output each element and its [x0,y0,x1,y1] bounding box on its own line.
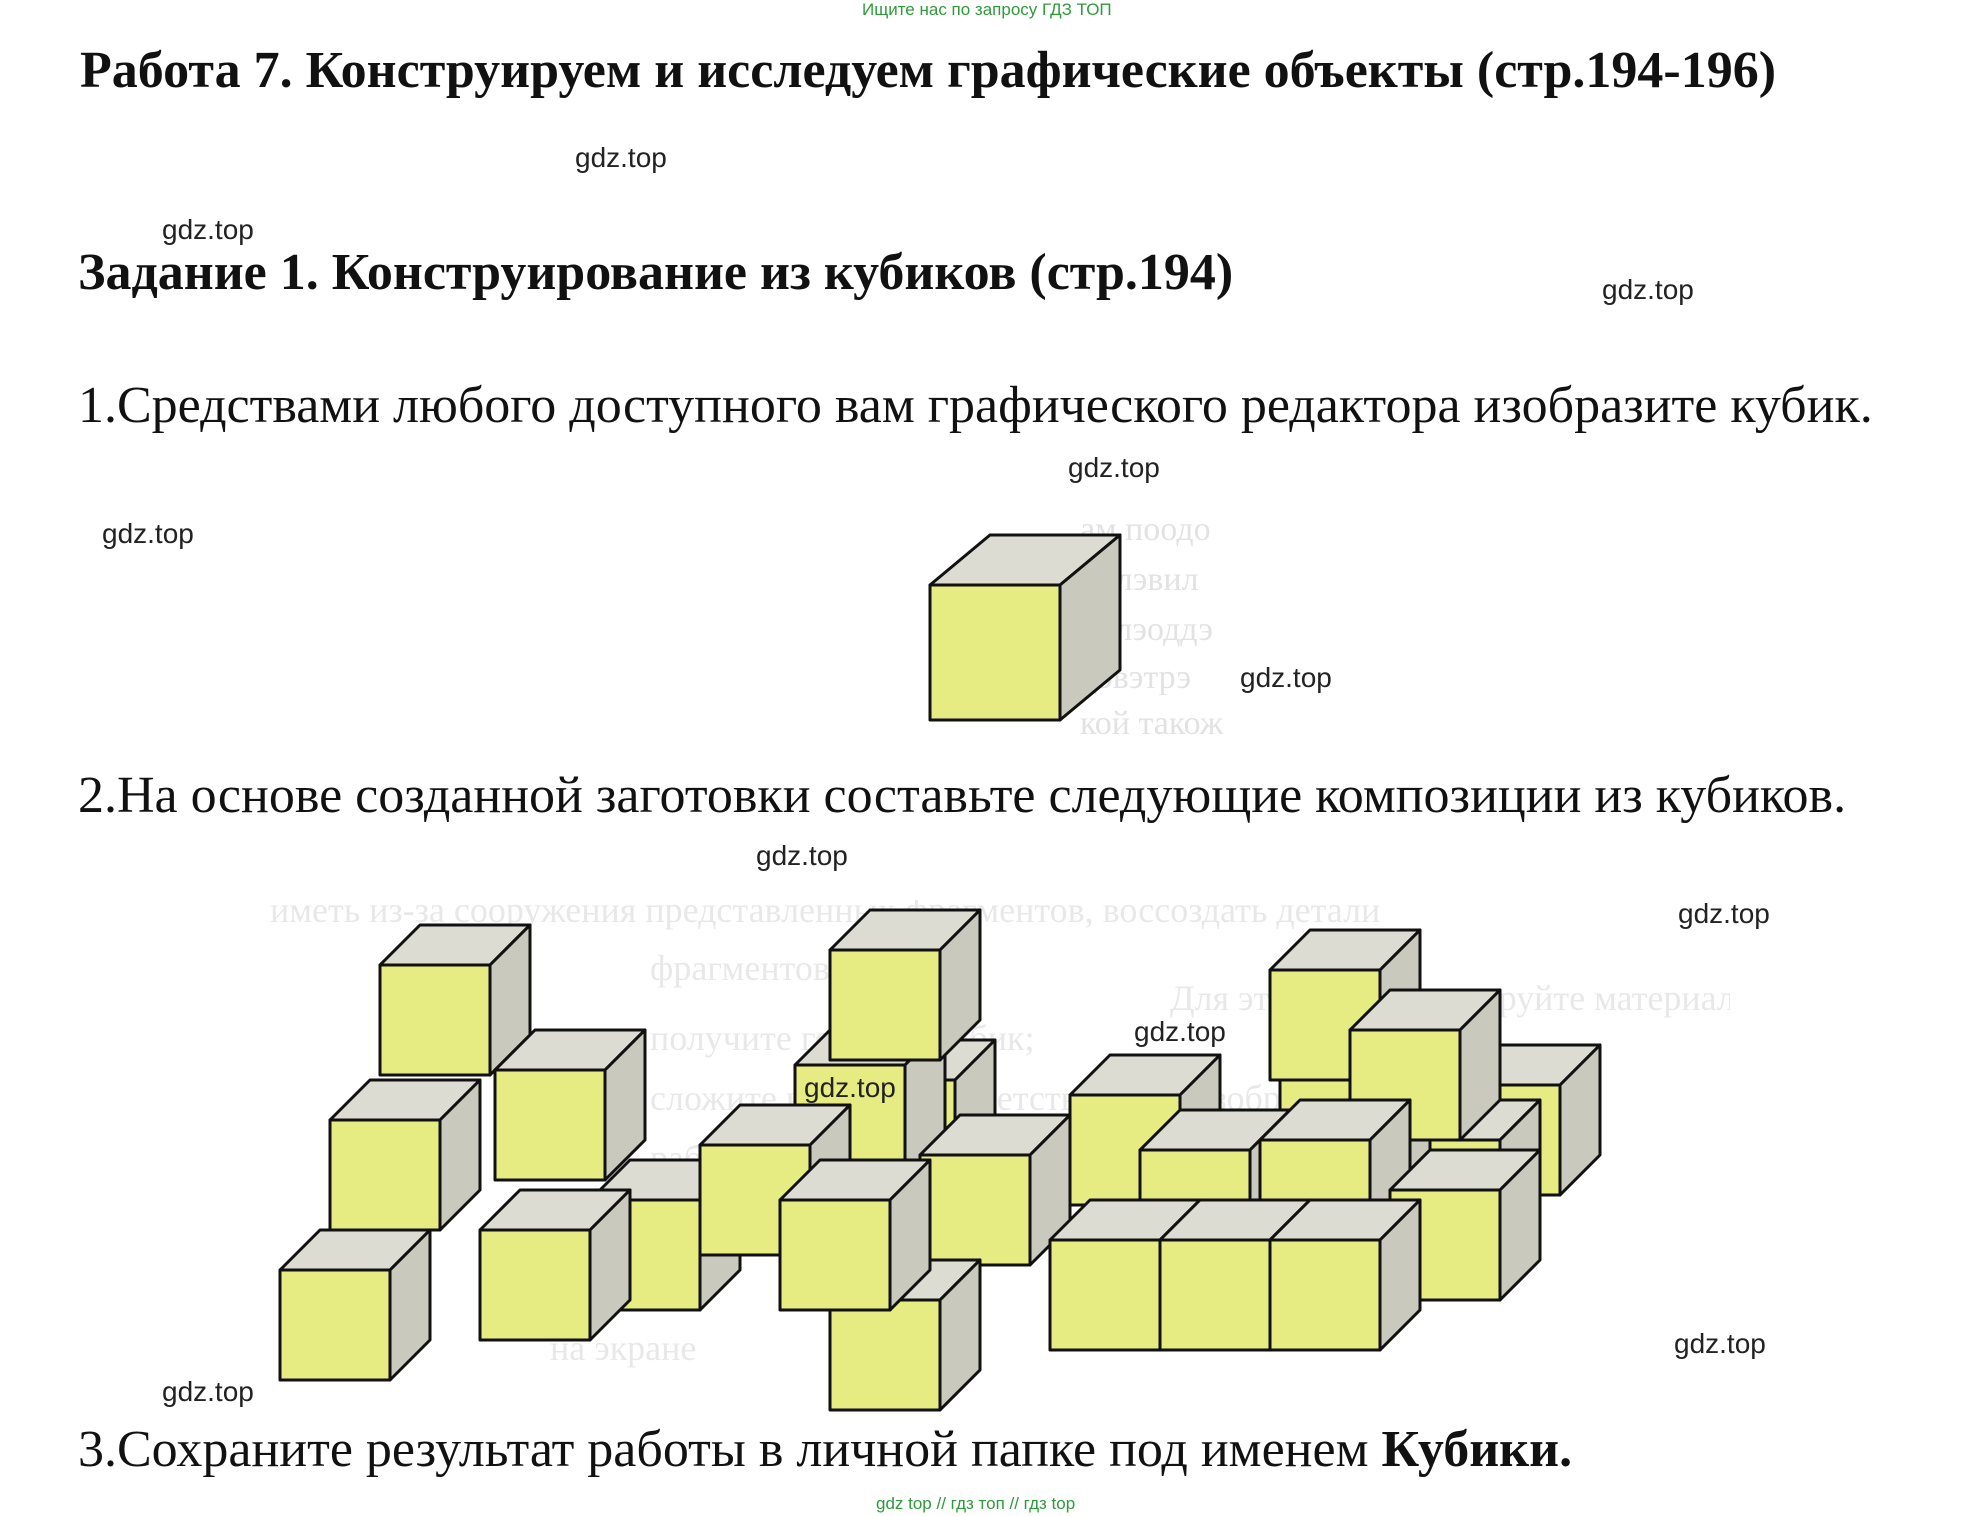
step-2-text: 2.На основе созданной заготовки составьт… [78,767,1847,824]
footer-watermark: gdz top // гдз топ // гдз top [876,1494,1076,1513]
task-title: Задание 1. Конструирование из кубиков (с… [78,244,1234,301]
search-banner: Ищите нас по запросу ГДЗ ТОП [862,0,1112,19]
watermark: gdz.top [1068,452,1160,483]
watermark: gdz.top [575,142,667,173]
cube-compositions-figure: иметь из-за сооружения представленных фр… [270,900,1730,1412]
svg-text:фрагментов;: фрагментов; [650,948,840,988]
watermark: gdz.top [162,214,254,245]
watermark: gdz.top [756,840,848,871]
cube [928,533,1122,722]
watermark: gdz.top [1602,274,1694,305]
watermark: gdz.top [102,518,194,549]
step-3-filename: Кубики. [1381,1421,1573,1478]
watermark: gdz.top [1678,898,1770,929]
watermark: gdz.top [1134,1016,1226,1047]
watermark: gdz.top [1674,1328,1766,1359]
step-3-plain: 3.Сохраните результат работы в личной па… [78,1421,1382,1478]
faded-background-text: ам поодо эмлэвил алэоддэ дэвэтрэ кой так… [1080,511,1224,742]
watermark: gdz.top [162,1376,254,1407]
watermark: gdz.top [804,1072,896,1103]
watermark: gdz.top [1240,662,1332,693]
step-1-text: 1.Средствами любого доступного вам графи… [78,377,1873,434]
svg-text:кой також: кой також [1080,705,1224,742]
work-title: Работа 7. Конструируем и исследуем графи… [80,42,1777,99]
single-cube-figure: ам поодо эмлэвил алэоддэ дэвэтрэ кой так… [928,511,1224,742]
step-3-text: 3.Сохраните результат работы в личной па… [78,1414,1968,1486]
